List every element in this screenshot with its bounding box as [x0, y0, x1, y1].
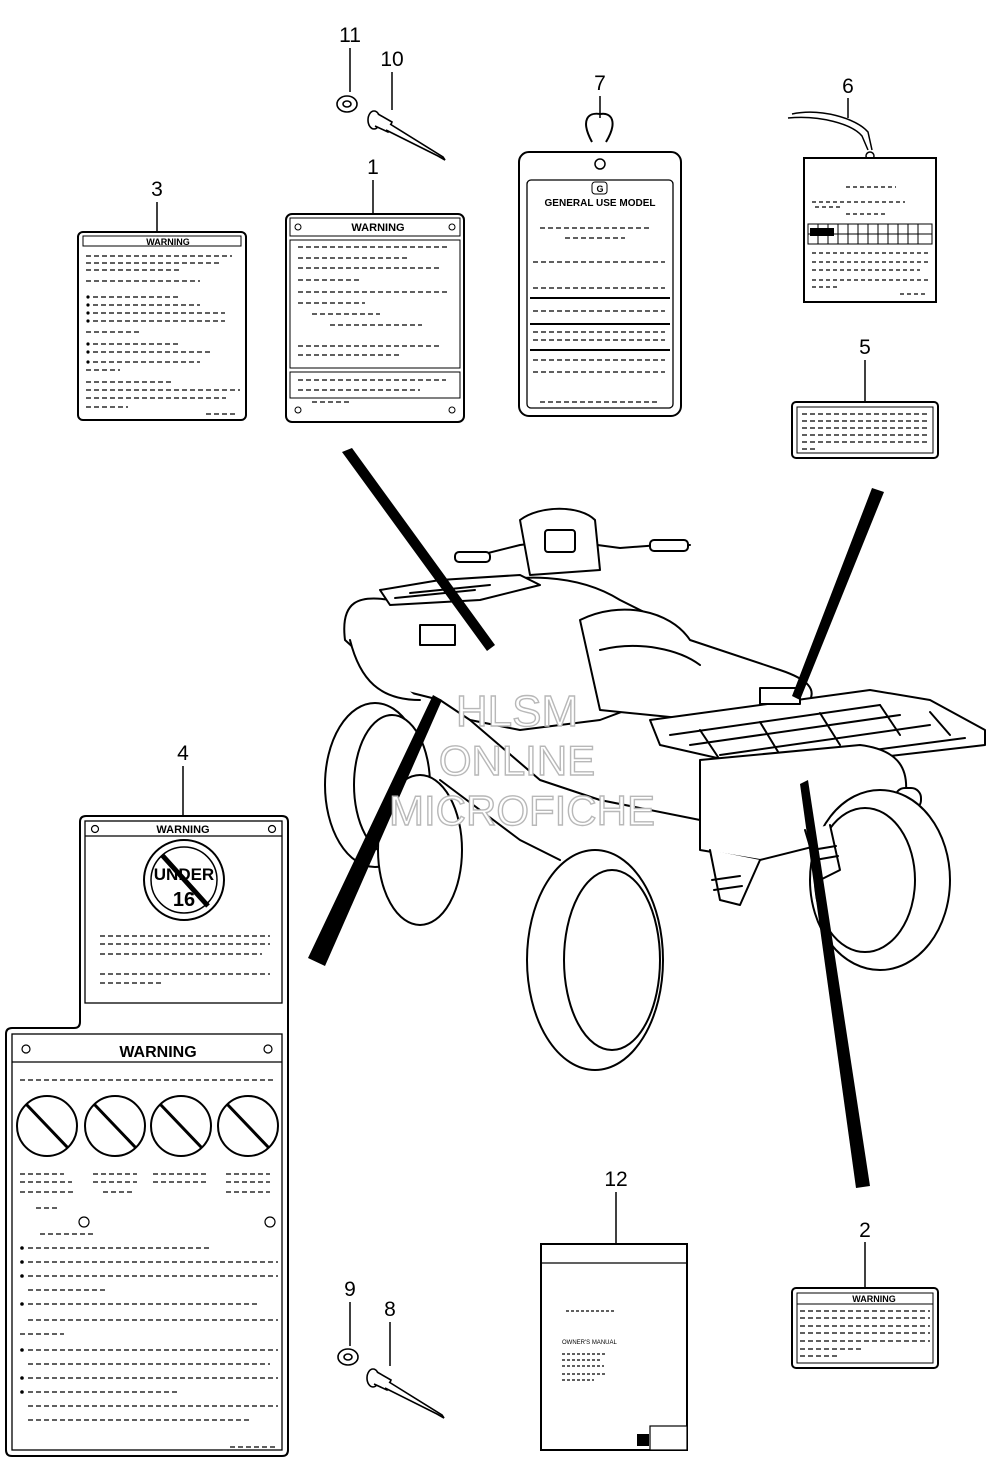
callout-2: 2 — [859, 1219, 871, 1242]
label-5 — [791, 401, 939, 459]
rivet-part-10 — [367, 110, 446, 161]
callout-1: 1 — [367, 156, 379, 179]
callout-labels: 11 10 1 3 7 6 5 4 12 2 9 8 — [151, 24, 871, 1321]
callout-9: 9 — [344, 1278, 356, 1301]
callout-3: 3 — [151, 178, 163, 201]
atv-illustration — [324, 507, 986, 1071]
warning-title: WARNING — [146, 237, 190, 247]
general-use-tag-7: G GENERAL USE MODEL — [518, 112, 682, 417]
warning-title-large: WARNING — [119, 1044, 196, 1061]
svg-text:16: 16 — [173, 889, 195, 911]
rivet-part-8 — [366, 1368, 445, 1419]
g-mark: G — [596, 184, 603, 194]
svg-text:ONLINE: ONLINE — [439, 737, 595, 784]
warning-title: WARNING — [852, 1294, 896, 1304]
callouts — [156, 48, 866, 1366]
leader-lines — [308, 448, 884, 1188]
callout-6: 6 — [842, 75, 854, 98]
svg-text:MICROFICHE: MICROFICHE — [389, 787, 655, 834]
prohibition-icons — [16, 1095, 279, 1157]
washer-part-9 — [337, 1348, 359, 1366]
callout-8: 8 — [384, 1298, 396, 1321]
svg-text:HLSM: HLSM — [456, 687, 578, 736]
callout-12: 12 — [604, 1168, 627, 1191]
warning-label-4: WARNING UNDER 16 WARNING — [5, 815, 289, 1457]
warning-label-3: WARNING — [77, 231, 247, 421]
watermark: HLSM ONLINE MICROFICHE — [388, 686, 655, 834]
callout-4: 4 — [177, 742, 189, 765]
warning-title: WARNING — [156, 824, 209, 836]
callout-11: 11 — [339, 24, 361, 47]
general-use-model-title: GENERAL USE MODEL — [545, 198, 656, 209]
warning-label-2: WARNING — [791, 1287, 939, 1369]
owners-manual-12: OWNER'S MANUAL — [540, 1243, 688, 1451]
tag-label-6 — [787, 111, 937, 303]
warning-title: WARNING — [351, 222, 404, 234]
under-16-icon: UNDER 16 — [143, 839, 225, 921]
washer-part-11 — [336, 95, 358, 113]
callout-5: 5 — [859, 336, 871, 359]
brand-logo-icon — [637, 1434, 649, 1446]
owners-manual-title: OWNER'S MANUAL — [562, 1340, 617, 1346]
svg-text:UNDER: UNDER — [154, 865, 214, 884]
callout-10: 10 — [380, 48, 403, 71]
callout-7: 7 — [594, 72, 606, 95]
warning-label-1: WARNING — [285, 213, 465, 423]
